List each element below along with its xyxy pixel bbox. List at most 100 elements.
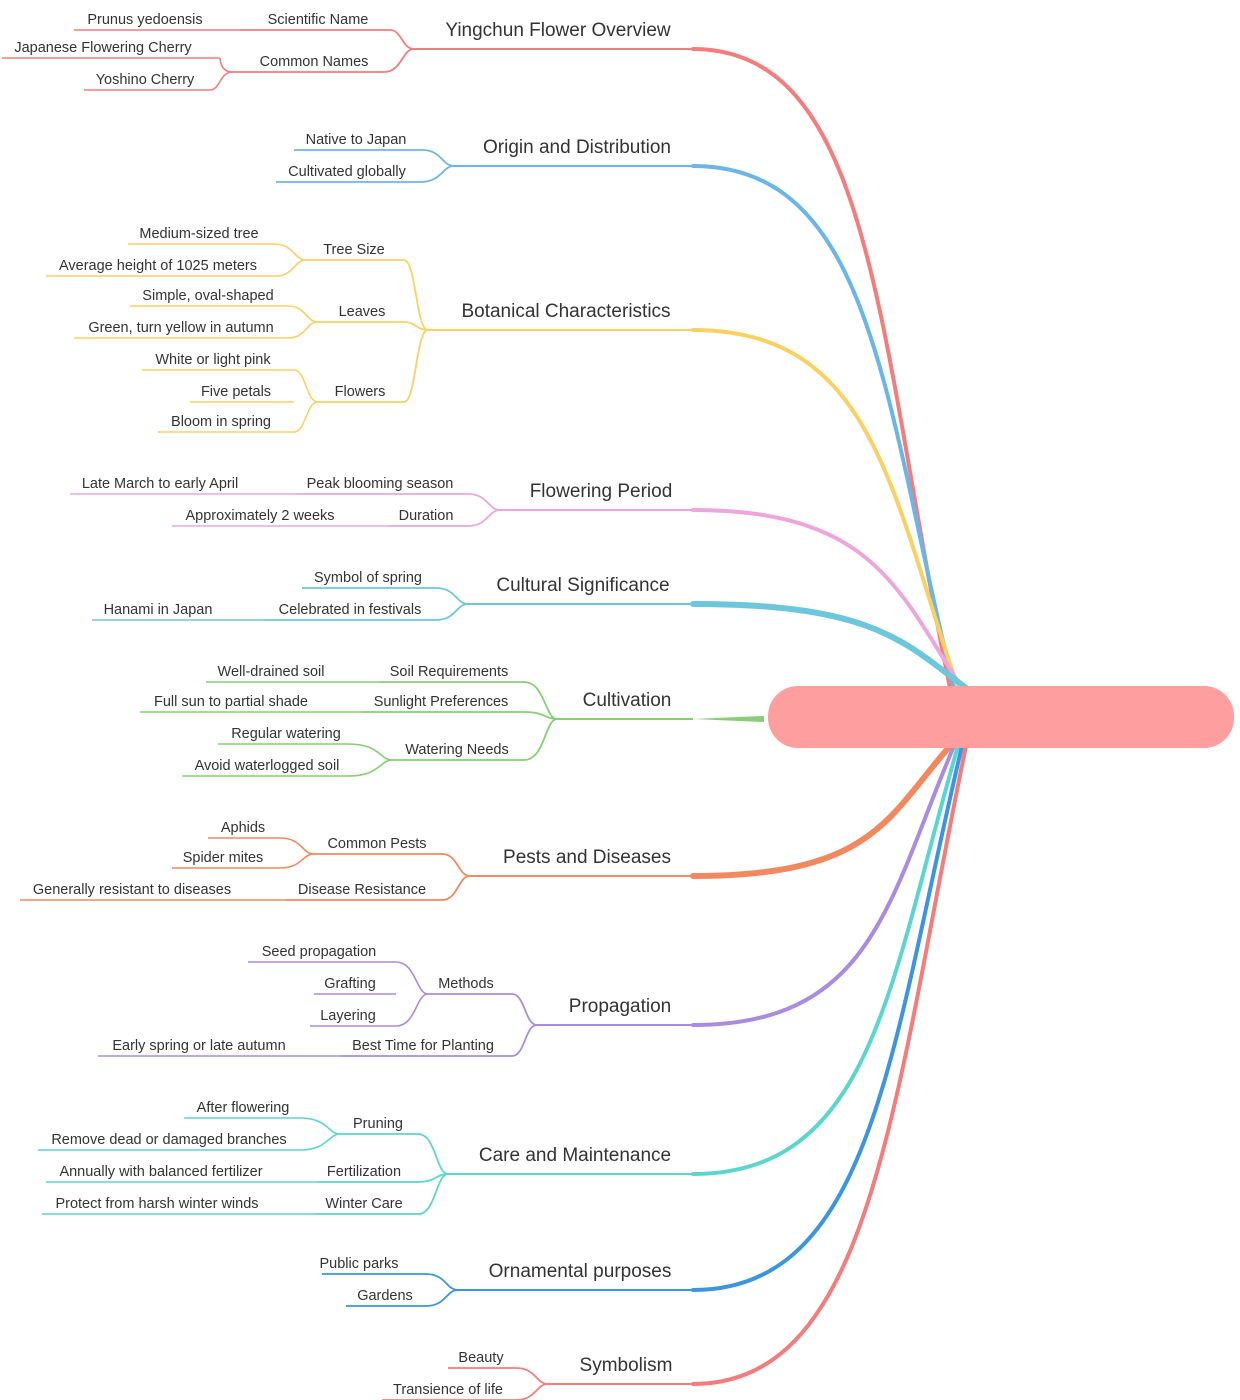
sub-node-label[interactable]: Duration bbox=[399, 508, 454, 524]
root-node-group[interactable] bbox=[768, 686, 1234, 748]
sub-node-label[interactable]: Flowers bbox=[335, 384, 386, 400]
leaf-label[interactable]: Simple, oval-shaped bbox=[142, 288, 273, 304]
leaf-label[interactable]: Approximately 2 weeks bbox=[185, 508, 334, 524]
leaf-node[interactable] bbox=[46, 259, 307, 277]
branch-11[interactable] bbox=[548, 744, 968, 1386]
leaf-node[interactable] bbox=[142, 369, 319, 403]
leaf-node[interactable] bbox=[182, 759, 393, 777]
branch-label[interactable]: Propagation bbox=[569, 996, 671, 1017]
sub-node[interactable] bbox=[232, 48, 415, 73]
sub-node[interactable] bbox=[318, 321, 429, 331]
branch-label[interactable]: Yingchun Flower Overview bbox=[445, 20, 671, 41]
leaf-label[interactable]: Seed propagation bbox=[262, 944, 377, 960]
branch-label[interactable]: Origin and Distribution bbox=[483, 137, 671, 158]
branch-label[interactable]: Cultivation bbox=[583, 690, 672, 711]
sub-node-label[interactable]: Native to Japan bbox=[306, 132, 407, 148]
sub-node-label[interactable]: Methods bbox=[438, 976, 494, 992]
leaf-label[interactable]: Japanese Flowering Cherry bbox=[14, 40, 192, 56]
sub-node[interactable] bbox=[392, 718, 558, 761]
leaf-node[interactable] bbox=[310, 993, 429, 1027]
sub-node-label[interactable]: Symbol of spring bbox=[314, 570, 422, 586]
root-node[interactable] bbox=[768, 686, 1234, 748]
branch-8[interactable] bbox=[537, 744, 956, 1027]
leaf-label[interactable]: Spider mites bbox=[183, 850, 264, 866]
branch-9[interactable] bbox=[448, 744, 960, 1176]
branch-2[interactable] bbox=[454, 164, 956, 690]
branch-10[interactable] bbox=[458, 744, 964, 1292]
sub-node-label[interactable]: Transience of life bbox=[393, 1382, 503, 1398]
leaf-node[interactable] bbox=[158, 401, 319, 433]
sub-node[interactable] bbox=[306, 259, 429, 331]
leaf-label[interactable]: Hanami in Japan bbox=[104, 602, 213, 618]
branch-label[interactable]: Botanical Characteristics bbox=[461, 301, 670, 322]
leaf-label[interactable]: Grafting bbox=[324, 976, 376, 992]
sub-node-label[interactable]: Beauty bbox=[458, 1350, 504, 1366]
sub-node[interactable] bbox=[362, 711, 558, 720]
branch-label[interactable]: Flowering Period bbox=[530, 481, 673, 502]
leaf-label[interactable]: Late March to early April bbox=[82, 476, 238, 492]
branch-label[interactable]: Cultural Significance bbox=[496, 575, 669, 596]
sub-node-label[interactable]: Public parks bbox=[320, 1256, 399, 1272]
leaf-label[interactable]: White or light pink bbox=[155, 352, 271, 368]
leaf-label[interactable]: Yoshino Cherry bbox=[96, 72, 195, 88]
branch-7[interactable] bbox=[470, 743, 953, 879]
sub-node-label[interactable]: Fertilization bbox=[327, 1164, 401, 1180]
leaf-label[interactable]: Remove dead or damaged branches bbox=[51, 1132, 286, 1148]
leaf-node[interactable] bbox=[74, 321, 319, 339]
leaf-label[interactable]: Aphids bbox=[221, 820, 265, 836]
sub-node[interactable] bbox=[264, 603, 469, 621]
sub-node[interactable] bbox=[314, 1173, 449, 1215]
leaf-label[interactable]: Prunus yedoensis bbox=[87, 12, 202, 28]
branch-6[interactable] bbox=[557, 716, 764, 722]
branch-label[interactable]: Care and Maintenance bbox=[479, 1145, 671, 1166]
sub-node[interactable] bbox=[428, 993, 538, 1026]
sub-node-label[interactable]: Winter Care bbox=[325, 1196, 402, 1212]
sub-node[interactable] bbox=[340, 1024, 538, 1057]
sub-node-label[interactable]: Gardens bbox=[357, 1288, 413, 1304]
branch-3[interactable] bbox=[428, 328, 960, 690]
leaf-node[interactable] bbox=[38, 1133, 341, 1151]
sub-node[interactable] bbox=[346, 1289, 459, 1307]
sub-node-label[interactable]: Best Time for Planting bbox=[352, 1038, 494, 1054]
sub-node-label[interactable]: Common Names bbox=[260, 54, 369, 70]
leaf-label[interactable]: Bloom in spring bbox=[171, 414, 271, 430]
branch-label[interactable]: Symbolism bbox=[580, 1355, 673, 1376]
leaf-label[interactable]: Medium-sized tree bbox=[139, 226, 258, 242]
sub-node[interactable] bbox=[340, 1133, 449, 1175]
sub-node[interactable] bbox=[286, 875, 471, 901]
sub-node-label[interactable]: Disease Resistance bbox=[298, 882, 426, 898]
sub-node-label[interactable]: Scientific Name bbox=[268, 12, 369, 28]
sub-node-label[interactable]: Sunlight Preferences bbox=[374, 694, 509, 710]
sub-node-label[interactable]: Celebrated in festivals bbox=[279, 602, 422, 618]
branch-label[interactable]: Ornamental purposes bbox=[489, 1261, 672, 1282]
leaf-label[interactable]: Layering bbox=[320, 1008, 376, 1024]
leaf-node[interactable] bbox=[2, 57, 233, 73]
sub-node[interactable] bbox=[318, 329, 429, 403]
sub-node-label[interactable]: Watering Needs bbox=[405, 742, 508, 758]
leaf-node[interactable] bbox=[84, 71, 233, 91]
sub-node-label[interactable]: Cultivated globally bbox=[288, 164, 406, 180]
leaf-node[interactable] bbox=[172, 853, 315, 869]
sub-node-label[interactable]: Pruning bbox=[353, 1116, 403, 1132]
leaf-label[interactable]: Early spring or late autumn bbox=[112, 1038, 285, 1054]
leaf-node[interactable] bbox=[248, 961, 429, 995]
sub-node[interactable] bbox=[240, 29, 415, 50]
leaf-label[interactable]: Regular watering bbox=[231, 726, 341, 742]
branch-4[interactable] bbox=[500, 508, 964, 690]
leaf-label[interactable]: Avoid waterlogged soil bbox=[195, 758, 340, 774]
leaf-label[interactable]: Annually with balanced fertilizer bbox=[59, 1164, 262, 1180]
leaf-label[interactable]: Average height of 1025 meters bbox=[59, 258, 257, 274]
sub-node-label[interactable]: Common Pests bbox=[327, 836, 426, 852]
sub-node-label[interactable]: Leaves bbox=[339, 304, 386, 320]
branch-label[interactable]: Pests and Diseases bbox=[503, 847, 671, 868]
branch-5[interactable] bbox=[468, 601, 969, 691]
sub-node-label[interactable]: Peak blooming season bbox=[307, 476, 454, 492]
sub-node[interactable] bbox=[388, 509, 501, 527]
leaf-label[interactable]: After flowering bbox=[197, 1100, 290, 1116]
leaf-label[interactable]: Five petals bbox=[201, 384, 271, 400]
leaf-label[interactable]: Generally resistant to diseases bbox=[33, 882, 231, 898]
leaf-label[interactable]: Green, turn yellow in autumn bbox=[88, 320, 273, 336]
leaf-label[interactable]: Well-drained soil bbox=[218, 664, 325, 680]
leaf-node[interactable] bbox=[184, 1117, 341, 1135]
leaf-label[interactable]: Full sun to partial shade bbox=[154, 694, 308, 710]
